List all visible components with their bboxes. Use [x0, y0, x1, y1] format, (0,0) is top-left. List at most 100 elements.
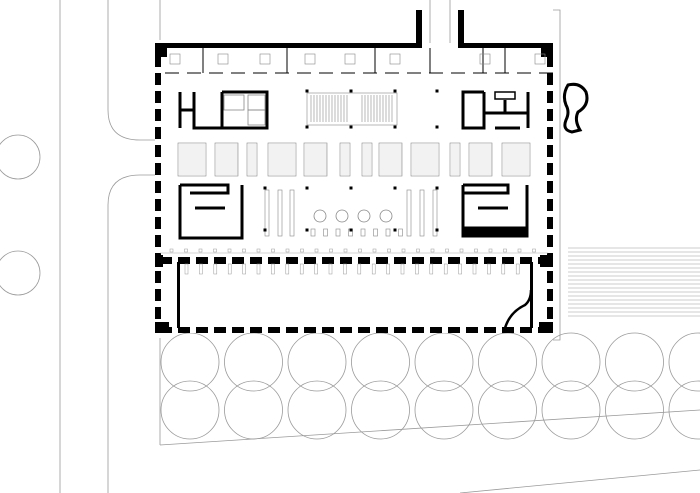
colonnade-post	[472, 263, 477, 275]
seat	[310, 228, 316, 237]
street-trees	[160, 332, 700, 440]
bollard	[343, 248, 348, 253]
road-edge-bottom-2	[459, 469, 700, 493]
wall-segment	[286, 327, 298, 333]
reading-shelf	[264, 189, 270, 237]
wall-segment	[214, 257, 226, 264]
colonnade-post	[314, 263, 318, 275]
seat	[335, 228, 341, 237]
colonnade-post	[328, 263, 333, 275]
wall-segment	[155, 145, 161, 157]
ramp-curve	[503, 289, 533, 329]
entrance-wall-left	[416, 10, 422, 48]
restroom-cabin	[223, 94, 245, 111]
bookshelf	[410, 142, 440, 177]
bollard	[314, 248, 319, 253]
colonnade-post	[357, 263, 362, 275]
wall-segment	[340, 257, 352, 264]
colonnade-post	[400, 263, 405, 275]
desk	[304, 53, 316, 65]
bollard	[358, 248, 362, 253]
wall-segment	[268, 327, 280, 333]
wall-segment	[178, 257, 190, 264]
column	[329, 43, 333, 48]
column	[435, 186, 439, 190]
street-tree	[287, 380, 347, 440]
bollard	[430, 248, 435, 253]
colonnade-post	[256, 263, 261, 275]
wall-segment	[412, 257, 424, 264]
column	[349, 186, 353, 190]
colonnade-post	[487, 263, 491, 275]
wall-segment	[394, 327, 406, 333]
wall-segment	[412, 327, 424, 333]
core-rooms	[178, 90, 530, 240]
office-strip	[165, 43, 553, 74]
wall-segment	[547, 235, 553, 247]
colonnade-post	[299, 263, 304, 275]
escalator-frame	[306, 92, 398, 126]
column	[393, 89, 397, 93]
tree	[0, 134, 41, 180]
column	[393, 186, 397, 190]
service-block-right	[461, 90, 530, 130]
wall-segment	[547, 73, 553, 85]
colonnade-post	[458, 263, 462, 275]
bookshelves	[177, 142, 531, 177]
seat	[373, 228, 378, 237]
column	[350, 43, 355, 48]
wall-top-right	[460, 43, 553, 48]
street-tree	[668, 332, 700, 392]
wall-segment	[155, 127, 161, 139]
column	[243, 43, 247, 48]
bollard	[227, 248, 232, 253]
wall-segment	[547, 199, 553, 211]
bollard	[285, 248, 290, 253]
desk	[479, 53, 491, 65]
bollard	[198, 248, 203, 253]
wall-segment	[268, 257, 280, 264]
bollard	[503, 248, 507, 253]
wall-segment	[358, 257, 370, 264]
wall-segment	[484, 257, 496, 264]
colonnade-post	[515, 263, 520, 275]
colonnade-post	[285, 263, 290, 275]
wall-corner	[155, 322, 169, 333]
bookshelf	[303, 142, 328, 177]
wall-segment	[466, 257, 478, 264]
street-tree	[224, 380, 283, 440]
reading-shelf	[277, 189, 283, 237]
wall-segment	[155, 163, 161, 175]
bookshelf	[267, 142, 297, 177]
reading-shelf	[419, 189, 425, 237]
wall-segment	[547, 145, 553, 157]
wall-segment	[322, 327, 334, 333]
column	[435, 89, 439, 93]
wall-segment	[196, 327, 208, 333]
entrance-path	[429, 0, 451, 43]
tree	[0, 250, 41, 296]
bookshelf	[361, 142, 373, 177]
wall-segment	[358, 327, 370, 333]
column	[221, 43, 226, 48]
column	[349, 125, 353, 129]
wall-segment	[547, 217, 553, 229]
bollard	[300, 248, 304, 253]
reading-shelf	[406, 189, 412, 237]
reading-area	[263, 186, 439, 237]
column	[415, 43, 419, 48]
colonnade-post	[343, 263, 347, 275]
wall-segment	[214, 327, 226, 333]
column	[372, 43, 376, 48]
wall-segment	[304, 257, 316, 264]
wall-segment	[448, 257, 460, 264]
column	[393, 125, 397, 129]
seat	[398, 228, 403, 237]
wall-segment	[520, 257, 532, 264]
desk	[534, 53, 546, 65]
bollard	[271, 248, 275, 253]
bookshelf	[177, 142, 207, 177]
central-escalator	[305, 89, 439, 129]
bookshelf	[246, 142, 258, 177]
